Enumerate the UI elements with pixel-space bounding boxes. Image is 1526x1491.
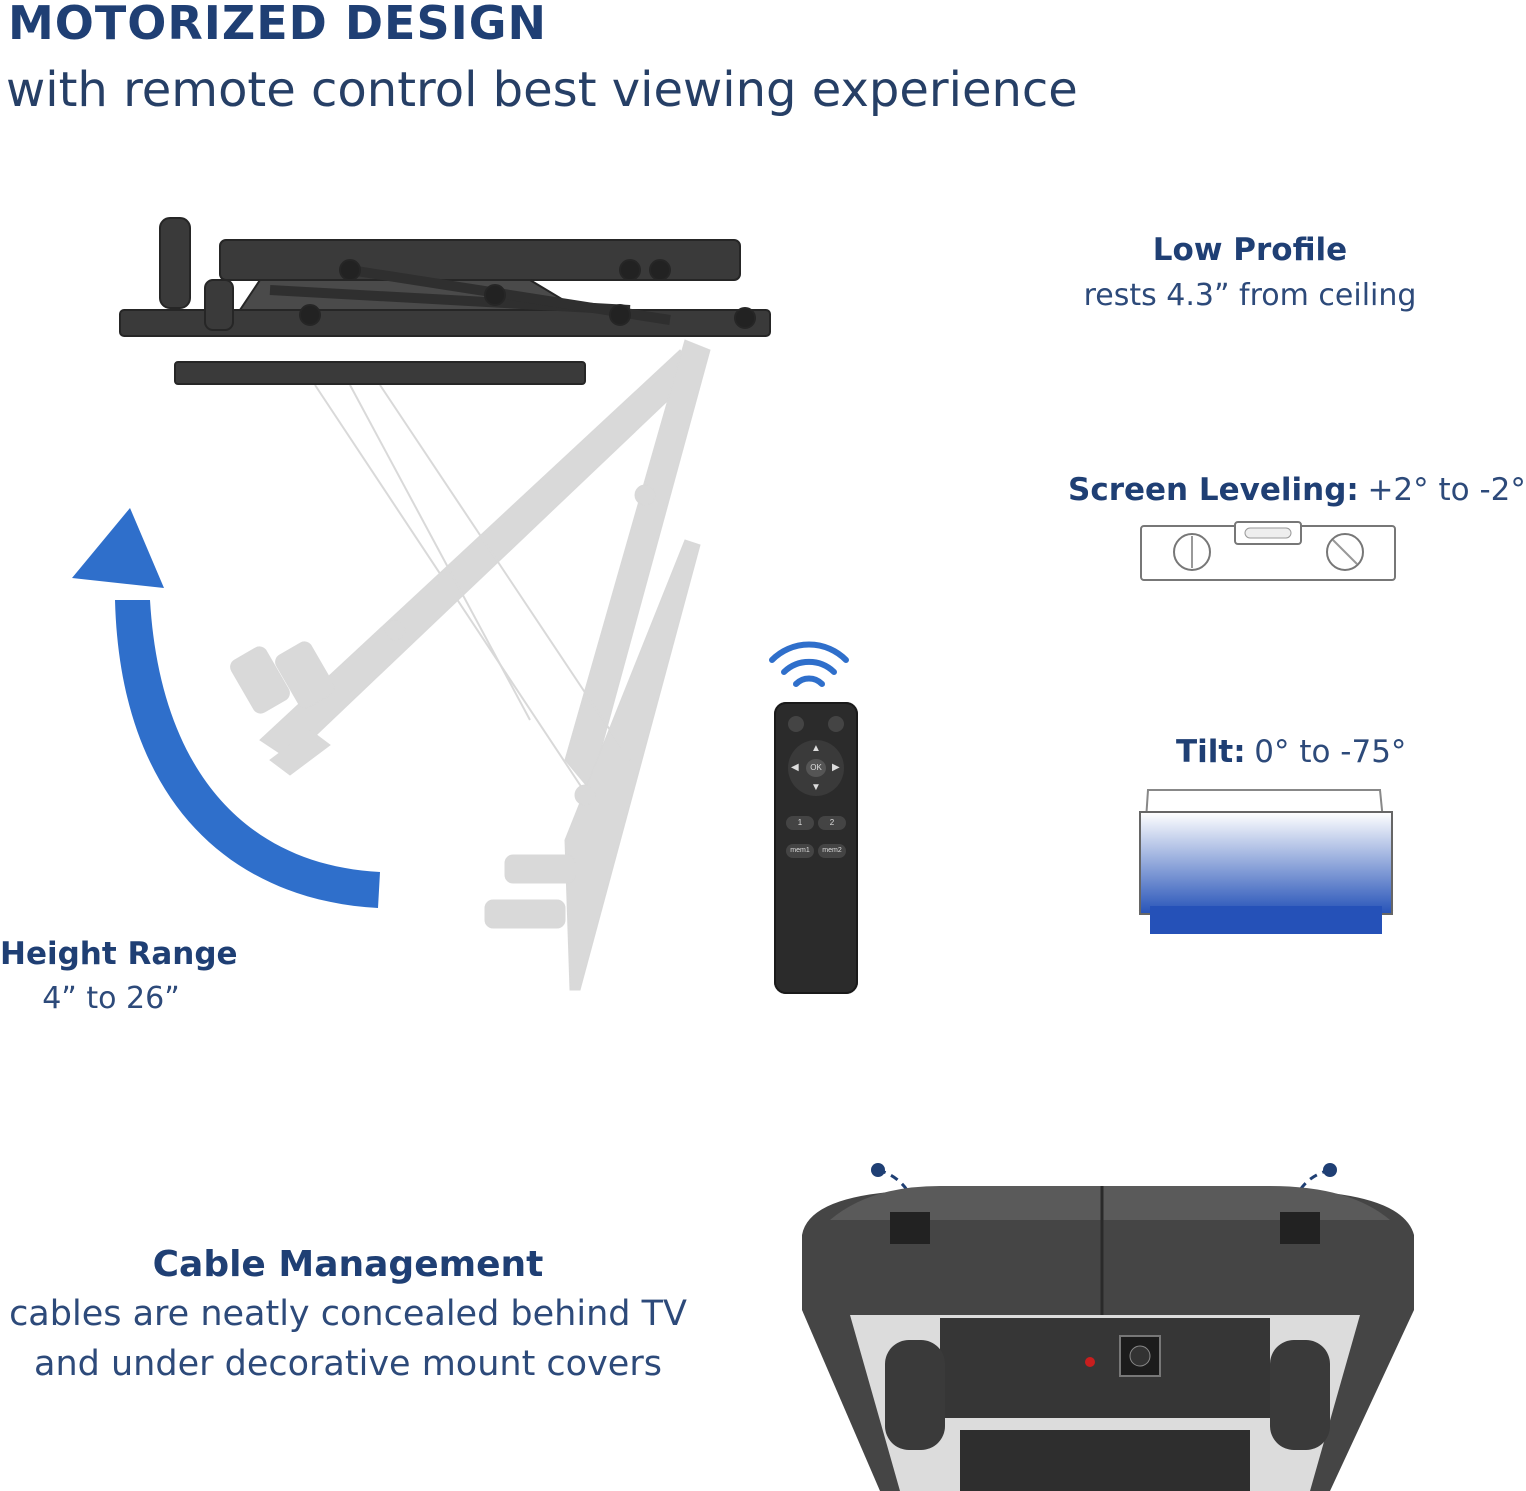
tilt-screen-icon — [1138, 789, 1394, 934]
low-profile-detail: rests 4.3” from ceiling — [1083, 278, 1417, 313]
dpad: ▲ ▼ ◀ ▶ OK — [788, 740, 844, 796]
mem2-button: mem2 — [818, 844, 846, 858]
set-button — [828, 716, 844, 732]
dpad-up-icon: ▲ — [811, 743, 821, 754]
ceiling-mount-illustration — [119, 217, 771, 991]
ok-button: OK — [806, 759, 826, 777]
page-title: MOTORIZED DESIGN — [8, 0, 547, 50]
dpad-left-icon: ◀ — [791, 762, 799, 773]
mem1-button: mem1 — [786, 844, 814, 858]
screen-leveling-title: Screen Leveling: — [1068, 472, 1359, 508]
screen-leveling-label: Screen Leveling: +2° to -2° — [1068, 472, 1526, 508]
tilt-label: Tilt: 0° to -75° — [1176, 734, 1436, 770]
cable-management-line-1: cables are neatly concealed behind TV — [9, 1294, 687, 1334]
remote-control: ▲ ▼ ◀ ▶ OK 1 2 mem1 mem2 — [774, 702, 858, 994]
dpad-down-icon: ▼ — [811, 782, 821, 793]
wireless-signal-icon — [769, 641, 849, 687]
height-range-arrow-icon — [72, 508, 380, 908]
cable-management-line-2: and under decorative mount covers — [34, 1344, 662, 1384]
low-profile-title: Low Profile — [1152, 232, 1348, 268]
cable-cover-illustration — [802, 1163, 1414, 1491]
spirit-level-icon — [1140, 521, 1396, 581]
tilt-detail: 0° to -75° — [1254, 734, 1407, 770]
page-subtitle: with remote control best viewing experie… — [6, 62, 1078, 118]
dpad-right-icon: ▶ — [832, 762, 840, 773]
preset-1-button: 1 — [786, 816, 814, 830]
power-button — [788, 716, 804, 732]
tilt-title: Tilt: — [1176, 734, 1246, 770]
preset-2-button: 2 — [818, 816, 846, 830]
cable-management-title: Cable Management — [152, 1244, 544, 1285]
height-range-detail: 4” to 26” — [42, 981, 180, 1016]
height-range-title: Height Range — [0, 936, 238, 972]
screen-leveling-detail: +2° to -2° — [1367, 472, 1526, 508]
